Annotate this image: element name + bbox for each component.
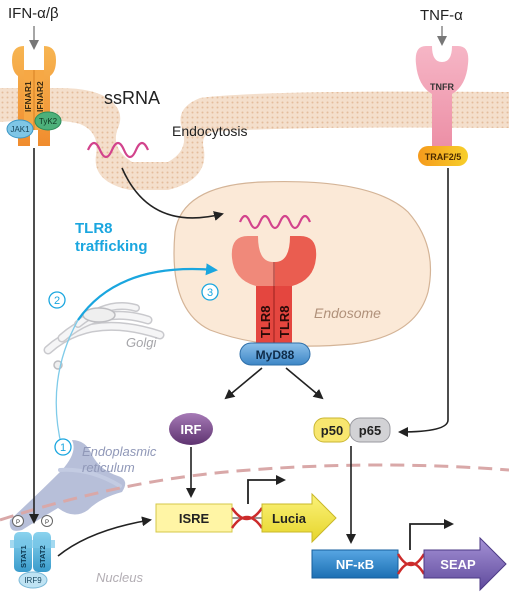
stat2-label: STAT2 [38, 545, 47, 568]
isre-lucia-reporter [155, 475, 337, 544]
step-2-label: 2 [54, 295, 60, 307]
step-3-marker [201, 283, 219, 301]
tnf-label: TNF-α [420, 7, 463, 24]
nfkb-seap-reporter [311, 519, 507, 592]
step-1-label: 1 [60, 442, 66, 454]
tlr8-trafficking-path [55, 263, 218, 449]
ssrna-strand [86, 141, 150, 159]
tyk2-label: TyK2 [39, 117, 58, 126]
myd88-label: MyD88 [256, 348, 295, 362]
irf-label: IRF [181, 422, 202, 437]
er-label-2: reticulum [82, 460, 135, 475]
phospho-b-label: P [45, 520, 49, 526]
tnfr-label: TNFR [430, 82, 454, 92]
tlr8-dimer [231, 236, 317, 346]
tyk2-protein [34, 111, 62, 131]
tlr8-a-label: TLR8 [258, 306, 273, 339]
nuclear-envelope [0, 463, 509, 522]
endosome-ssrna [238, 214, 312, 230]
endocytosis-label: Endocytosis [172, 123, 247, 139]
irf9-label: IRF9 [24, 576, 42, 585]
nfkb-label: NF-κB [336, 557, 374, 572]
er-label-1: Endoplasmic [82, 444, 157, 459]
p65-label: p65 [359, 423, 381, 438]
p65-protein [349, 417, 391, 443]
ssrna-label: ssRNA [104, 88, 160, 108]
phospho-a-label: P [16, 520, 20, 526]
tlr8-b-label: TLR8 [277, 306, 292, 339]
step-2-marker [48, 291, 66, 309]
stat-complex [10, 515, 55, 589]
tlr8-trafficking-label-1: TLR8 [75, 220, 113, 237]
myd88-protein [239, 342, 311, 366]
irf-protein [169, 413, 213, 445]
nucleus-label: Nucleus [96, 570, 143, 585]
endosome-label: Endosome [314, 305, 381, 321]
lucia-label: Lucia [272, 511, 307, 526]
step-1-marker [54, 438, 72, 456]
stat1-label: STAT1 [19, 545, 28, 568]
ifnar2-label: IFNAR2 [35, 81, 45, 112]
jak1-protein [6, 119, 34, 139]
p50-label: p50 [321, 423, 343, 438]
tnfr-receptor [415, 26, 469, 166]
ifn-label: IFN-α/β [8, 5, 59, 22]
signaling-arrows [29, 148, 449, 557]
ifnar1-label: IFNAR1 [23, 81, 33, 112]
golgi-label: Golgi [126, 335, 157, 350]
jak1-label: JAK1 [10, 125, 30, 134]
seap-label: SEAP [440, 557, 476, 572]
traf-protein [418, 146, 468, 166]
endoplasmic-reticulum [9, 440, 126, 531]
tlr8-trafficking-label-2: trafficking [75, 238, 148, 255]
step-3-label: 3 [207, 287, 213, 299]
plasma-membrane [0, 88, 509, 190]
traf-label: TRAF2/5 [425, 152, 462, 162]
isre-label: ISRE [179, 511, 210, 526]
golgi [43, 302, 165, 370]
